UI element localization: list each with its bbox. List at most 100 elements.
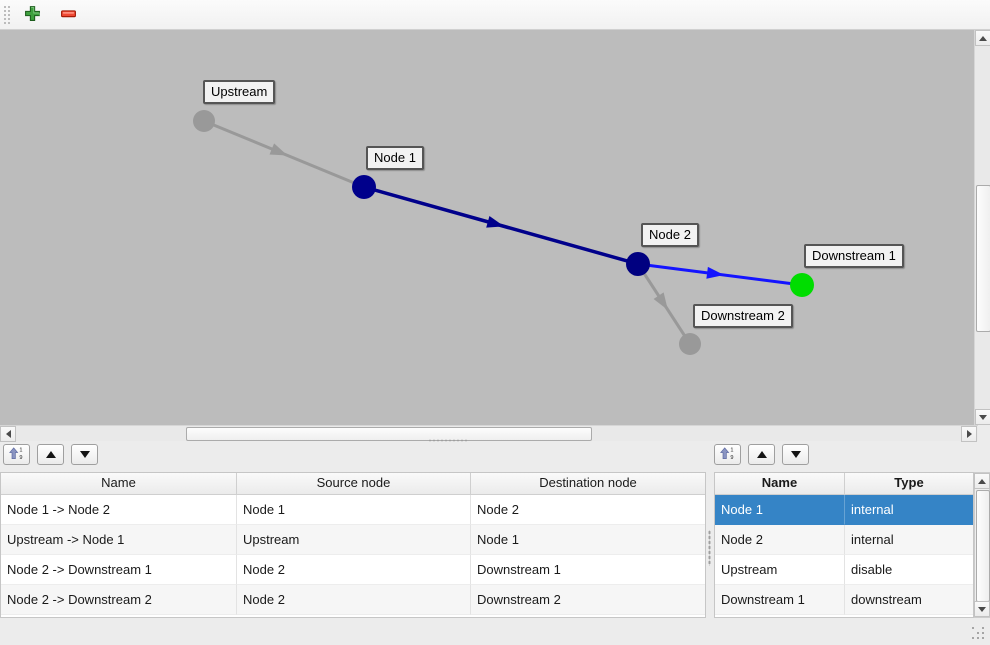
chevron-down-icon bbox=[979, 414, 987, 420]
column-header-name[interactable]: Name bbox=[1, 473, 237, 494]
nodes-move-up-button[interactable] bbox=[748, 444, 775, 465]
table-cell: Node 1 bbox=[715, 495, 845, 525]
graph-node-upstream[interactable] bbox=[193, 110, 215, 132]
table-cell: internal bbox=[851, 502, 894, 517]
table-cell: Upstream bbox=[715, 555, 845, 585]
table-row[interactable]: Node 1 internal bbox=[715, 495, 973, 525]
nodes-table-scrollbar[interactable] bbox=[974, 472, 990, 618]
svg-text:1: 1 bbox=[730, 447, 733, 453]
scroll-up-button[interactable] bbox=[974, 473, 990, 489]
move-down-icon bbox=[79, 451, 90, 458]
edge-arrow-icon bbox=[706, 266, 725, 279]
graph-node-label-node1: Node 1 bbox=[366, 146, 424, 170]
window-resize-grip[interactable] bbox=[972, 627, 986, 641]
nodes-move-down-button[interactable] bbox=[782, 444, 809, 465]
table-cell: Node 2 bbox=[237, 585, 471, 615]
table-cell: Downstream 1 bbox=[715, 585, 845, 615]
vertical-pane-splitter[interactable] bbox=[708, 530, 711, 566]
column-header-type[interactable]: Type bbox=[894, 475, 924, 490]
scroll-right-button[interactable] bbox=[961, 426, 977, 442]
graph-node-label-node2: Node 2 bbox=[641, 223, 699, 247]
graph-node-node2[interactable] bbox=[626, 252, 650, 276]
table-cell: internal bbox=[845, 525, 973, 555]
scroll-up-button[interactable] bbox=[975, 30, 990, 46]
toolbar-grip[interactable] bbox=[3, 3, 10, 26]
minus-icon bbox=[60, 5, 77, 25]
chevron-up-icon bbox=[978, 478, 986, 484]
move-up-icon bbox=[756, 451, 767, 458]
chevron-left-icon bbox=[5, 430, 11, 438]
graph-node-downstream2[interactable] bbox=[679, 333, 701, 355]
svg-text:9: 9 bbox=[730, 455, 733, 461]
scroll-down-button[interactable] bbox=[974, 601, 990, 617]
vertical-scrollbar-thumb[interactable] bbox=[976, 185, 990, 332]
graph bbox=[193, 110, 814, 355]
edge-arrow-icon bbox=[269, 143, 288, 156]
table-cell: Node 2 -> Downstream 2 bbox=[1, 585, 237, 615]
canvas-horizontal-scrollbar[interactable] bbox=[0, 425, 978, 442]
nodes-scrollbar-thumb[interactable] bbox=[976, 490, 990, 602]
edge-arrow-icon bbox=[486, 216, 505, 228]
graph-node-node1[interactable] bbox=[352, 175, 376, 199]
move-up-icon bbox=[45, 451, 56, 458]
remove-node-button[interactable] bbox=[54, 3, 82, 27]
main-toolbar bbox=[0, 0, 990, 30]
graph-node-label-downstream1: Downstream 1 bbox=[804, 244, 904, 268]
table-cell: Node 2 bbox=[237, 555, 471, 585]
status-strip bbox=[0, 619, 990, 645]
scrollbar-corner bbox=[978, 425, 990, 441]
column-header-name[interactable]: Name bbox=[715, 473, 845, 494]
table-cell: Node 2 bbox=[715, 525, 845, 555]
move-down-icon bbox=[790, 451, 801, 458]
svg-text:9: 9 bbox=[19, 455, 22, 461]
scroll-left-button[interactable] bbox=[0, 426, 16, 442]
table-cell: Node 1 bbox=[237, 495, 471, 525]
table-cell: Node 1 bbox=[471, 525, 705, 555]
edge-arrow-icon bbox=[653, 292, 668, 310]
graph-node-label-downstream2: Downstream 2 bbox=[693, 304, 793, 328]
chevron-up-icon bbox=[979, 35, 987, 41]
canvas-vertical-scrollbar[interactable] bbox=[974, 30, 990, 425]
column-header-destination-node[interactable]: Destination node bbox=[539, 475, 637, 490]
chevron-right-icon bbox=[966, 430, 972, 438]
table-cell: Node 2 -> Downstream 1 bbox=[1, 555, 237, 585]
edges-move-down-button[interactable] bbox=[71, 444, 98, 465]
table-cell: disable bbox=[845, 555, 973, 585]
horizontal-scrollbar-thumb[interactable] bbox=[186, 427, 592, 441]
table-cell: Downstream 1 bbox=[471, 555, 705, 585]
table-cell: Node 2 bbox=[471, 495, 705, 525]
graph-node-downstream1[interactable] bbox=[790, 273, 814, 297]
table-cell: Node 1 -> Node 2 bbox=[1, 495, 237, 525]
plus-icon bbox=[24, 5, 41, 25]
horizontal-pane-splitter[interactable] bbox=[428, 439, 468, 442]
column-header-source-node[interactable]: Source node bbox=[237, 473, 471, 494]
add-node-button[interactable] bbox=[18, 3, 46, 27]
table-cell: downstream bbox=[845, 585, 973, 615]
svg-text:1: 1 bbox=[19, 447, 22, 453]
table-cell: Downstream 2 bbox=[471, 585, 705, 615]
graph-node-label-upstream: Upstream bbox=[203, 80, 276, 104]
chevron-down-icon bbox=[978, 606, 986, 612]
scroll-down-button[interactable] bbox=[975, 409, 990, 425]
table-cell: Upstream -> Node 1 bbox=[1, 525, 237, 555]
edges-move-up-button[interactable] bbox=[37, 444, 64, 465]
